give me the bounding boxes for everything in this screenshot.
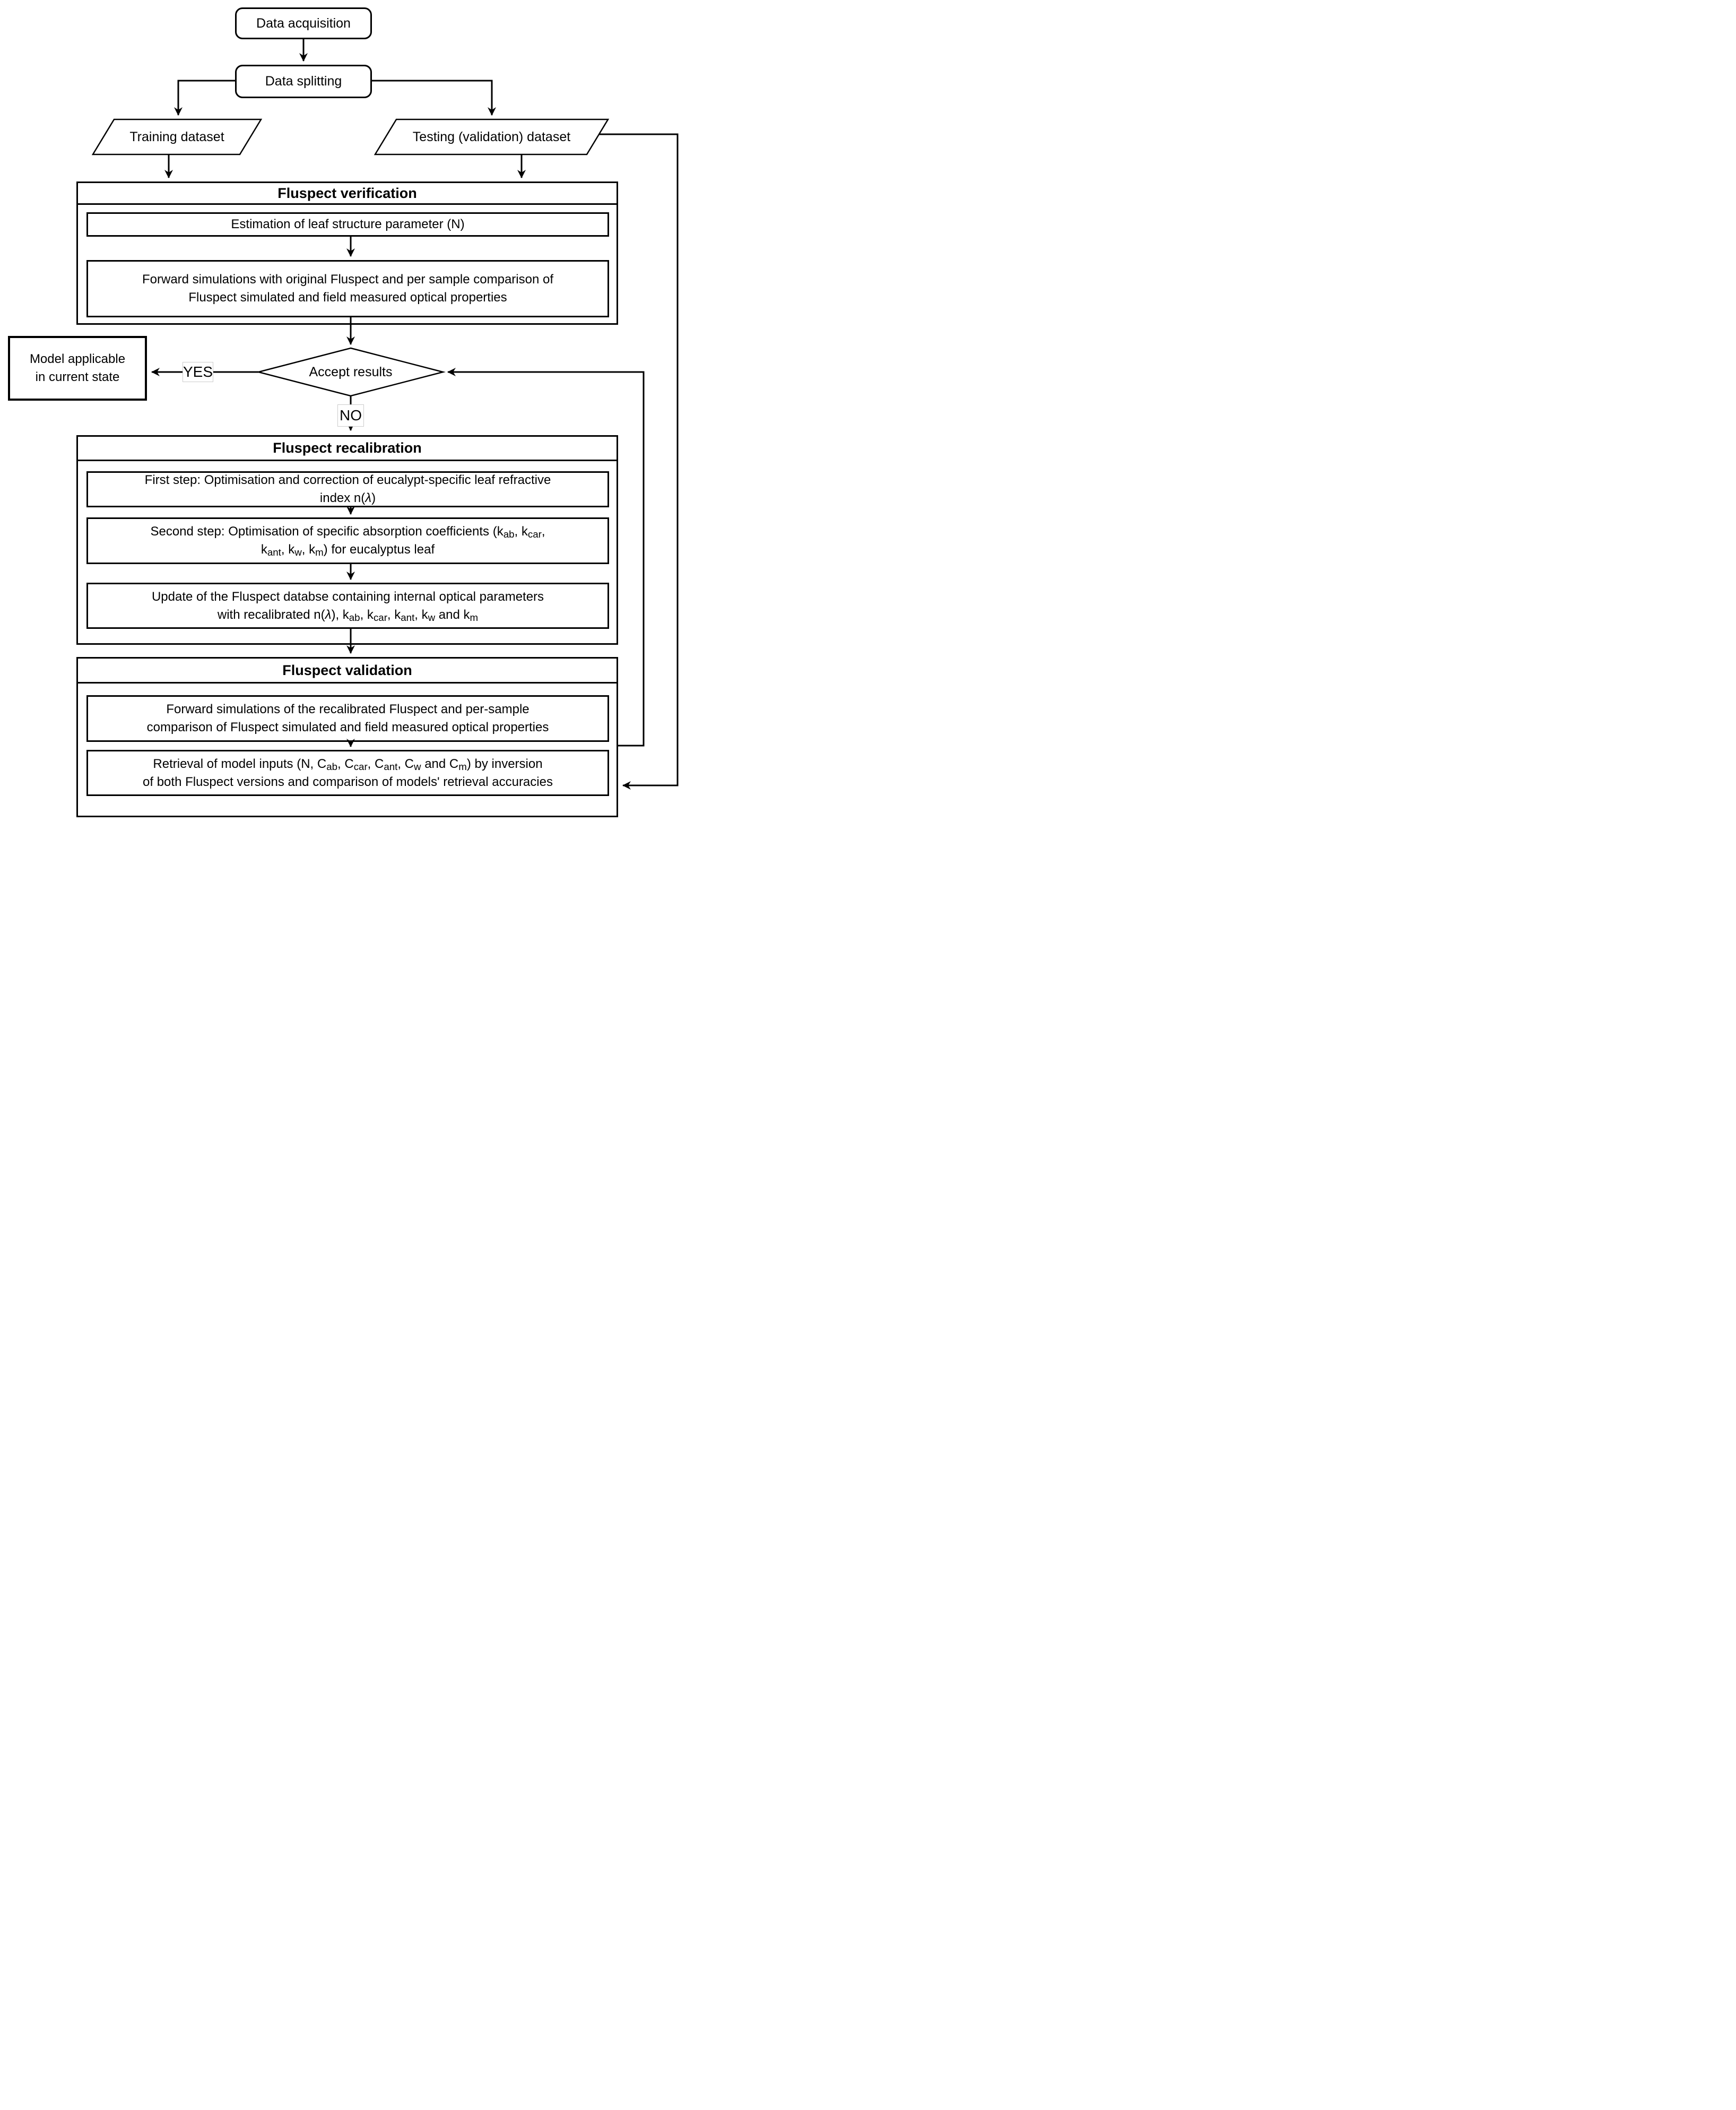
yes-branch-label: YES — [183, 362, 213, 382]
training-dataset-node: Training dataset — [129, 129, 224, 144]
validation-step2-label: Retrieval of model inputs (N, Cab, Ccar,… — [143, 756, 553, 789]
recalibration-step2-node: Second step: Optimisation of specific ab… — [86, 517, 609, 564]
forward-simulation-step-label: Forward simulations with original Fluspe… — [142, 272, 553, 305]
recalibration-step1-node: First step: Optimisation and correction … — [86, 471, 609, 507]
fluspect-verification-title: Fluspect verification — [78, 183, 617, 205]
data-splitting-node: Data splitting — [235, 65, 372, 98]
validation-step2-node: Retrieval of model inputs (N, Cab, Ccar,… — [86, 750, 609, 796]
validation-step1-node: Forward simulations of the recalibrated … — [86, 695, 609, 742]
recalibration-step1-label: First step: Optimisation and correction … — [144, 473, 551, 505]
fluspect-recalibration-title: Fluspect recalibration — [78, 437, 617, 461]
estimation-step-node: Estimation of leaf structure parameter (… — [86, 212, 609, 237]
training-dataset-shape — [91, 118, 263, 155]
forward-simulation-step-node: Forward simulations with original Fluspe… — [86, 260, 609, 317]
testing-dataset-node: Testing (validation) dataset — [412, 129, 571, 144]
fluspect-validation-title: Fluspect validation — [78, 659, 617, 684]
data-acquisition-node: Data acquisition — [235, 7, 372, 39]
arrow-splitting-to-training — [174, 80, 235, 116]
accept-results-node: Accept results — [309, 364, 393, 379]
recalibration-step3-label: Update of the Fluspect databse containin… — [151, 589, 544, 623]
no-branch-label: NO — [337, 404, 364, 427]
data-splitting-label: Data splitting — [265, 74, 342, 89]
recalibration-step3-node: Update of the Fluspect databse containin… — [86, 583, 609, 629]
recalibration-step2-label: Second step: Optimisation of specific ab… — [150, 524, 545, 558]
validation-step1-label: Forward simulations of the recalibrated … — [146, 702, 549, 734]
arrow-splitting-to-testing — [372, 80, 496, 116]
accept-results-shape — [256, 347, 446, 397]
flowchart-canvas: Data acquisition Data splitting Fluspect… — [0, 0, 695, 844]
data-acquisition-label: Data acquisition — [256, 15, 351, 31]
estimation-step-label: Estimation of leaf structure parameter (… — [231, 217, 465, 232]
testing-dataset-shape — [374, 118, 610, 155]
